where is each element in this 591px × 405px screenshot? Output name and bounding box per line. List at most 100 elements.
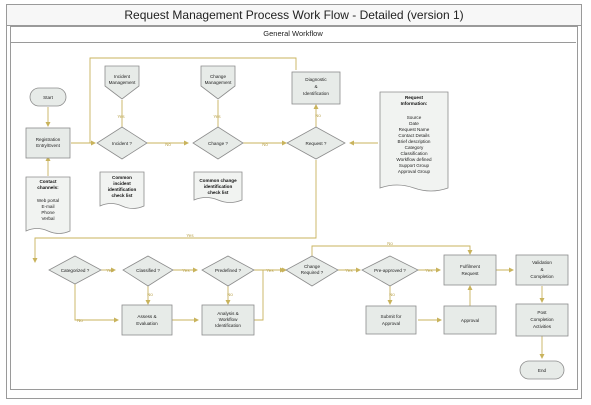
lane-border (10, 26, 578, 390)
analysis-line-2: Workflow (219, 317, 238, 322)
change-decision-label: Change ? (208, 141, 228, 146)
contact-title-1: Contact (39, 179, 57, 184)
req-info-title-2: Information: (401, 101, 428, 106)
fulfilment-request-box: Fulfilment Request (443, 254, 497, 286)
change-required-line-1: Change (304, 264, 321, 269)
req-info-item-10: Approval Group (398, 169, 431, 174)
req-info-item-5: Brief description (398, 139, 431, 144)
start-terminator: Start (29, 87, 67, 107)
req-info-item-9: Support Group (399, 163, 430, 168)
common-incident-2: incident (113, 181, 131, 186)
post-line-2: Completion (530, 317, 554, 322)
diagnostic-line-1: Diagnostic (305, 77, 327, 82)
label-no-change-required: No (387, 241, 393, 246)
label-yes-categorized: Yes (106, 268, 114, 273)
diagnostic-line-3: Identification (303, 91, 329, 96)
assess-line-2: Evaluation (136, 321, 158, 326)
change-decision: Change ? (192, 126, 244, 160)
predefined-decision: Predefined ? (201, 255, 255, 287)
req-info-title-1: Request (405, 95, 424, 100)
contact-item-4: Verbal (41, 216, 54, 221)
contact-item-3: Phone (41, 210, 55, 215)
contact-item-1: Web portal (37, 198, 59, 203)
predefined-label: Predefined ? (215, 268, 241, 273)
label-no-classified: No (147, 292, 153, 297)
incident-mgmt-line-2: Management (109, 80, 137, 85)
diagnostic-line-2: & (314, 84, 317, 89)
req-info-item-7: Classification (400, 151, 428, 156)
label-yes-predefined: Yes (266, 268, 274, 273)
post-completion-box: Post Completion Activities (515, 303, 569, 337)
lane-header: General Workflow (10, 26, 576, 43)
classified-decision: Classified ? (122, 255, 174, 287)
req-info-item-4: Contact Details (398, 133, 430, 138)
label-no-request: No (315, 113, 321, 118)
outer-border (6, 24, 582, 399)
registration-line-1: Registration (36, 137, 61, 142)
fulfilment-line-2: Request (461, 271, 479, 276)
submit-line-2: Approval (382, 321, 400, 326)
end-terminator: End (519, 360, 565, 380)
label-no-incident: No (165, 142, 171, 147)
classified-label: Classified ? (136, 268, 160, 273)
change-mgmt-line-1: Change (210, 74, 227, 79)
start-label: Start (43, 95, 53, 100)
incident-decision: Incident ? (96, 126, 148, 160)
req-info-item-3: Request Name (399, 127, 430, 132)
post-line-1: Post (537, 310, 547, 315)
preapproved-label: Pre-approved ? (374, 268, 406, 273)
end-label: End (538, 368, 547, 373)
contact-title-2: channels: (37, 185, 59, 190)
request-decision-label: Request ? (306, 141, 327, 146)
common-change-document: Common change identification check list (193, 171, 243, 203)
approval-label: Approval (461, 318, 479, 323)
common-change-1: Common change (199, 178, 237, 183)
post-line-3: Activities (533, 324, 552, 329)
categorized-decision: Categorized ? (48, 255, 102, 285)
change-mgmt-line-2: Management (205, 80, 233, 85)
registration-line-2: Entry/Event (36, 143, 60, 148)
request-decision: Request ? (286, 126, 346, 160)
req-info-item-6: Category (405, 145, 424, 150)
page-title: Request Management Process Work Flow - D… (6, 4, 582, 26)
req-info-item-1: Source (407, 115, 422, 120)
label-no-preapproved: No (389, 292, 395, 297)
validation-line-1: Validation (532, 260, 552, 265)
assess-evaluation-box: Assess & Evaluation (121, 304, 173, 336)
contact-channels-document: Contact channels: Web portal E-mail Phon… (25, 176, 71, 234)
common-change-3: check list (208, 190, 229, 195)
common-incident-1: Common (112, 175, 132, 180)
label-yes-classified: Yes (182, 268, 190, 273)
analysis-line-3: Identification (215, 323, 241, 328)
incident-mgmt-line-1: Incident (114, 74, 131, 79)
registration-box: Registration Entry/Event (25, 127, 71, 159)
incident-decision-label: Incident ? (112, 141, 132, 146)
fulfilment-line-1: Fulfilment (460, 264, 481, 269)
req-info-item-8: Workflow defined (396, 157, 432, 162)
request-information-document: Request Information: Source Date Request… (379, 91, 449, 192)
submit-approval-box: Submit for Approval (365, 305, 417, 335)
label-yes-preapproved: Yes (425, 268, 433, 273)
analysis-line-1: Analysis & (217, 311, 238, 316)
branch-labels: Yes Yes No No No Yes Yes Yes No No No Ye… (77, 113, 433, 323)
label-yes-change: Yes (213, 114, 221, 119)
analysis-workflow-box: Analysis & Workflow Identification (201, 304, 255, 336)
label-yes-change-required: Yes (345, 268, 353, 273)
label-no-categorized: No (77, 318, 83, 323)
req-info-item-2: Date (409, 121, 419, 126)
categorized-label: Categorized ? (61, 268, 90, 273)
validation-completion-box: Validation & Completion (515, 254, 569, 286)
label-yes-incident: Yes (117, 114, 125, 119)
contact-item-2: E-mail (41, 204, 54, 209)
approval-box: Approval (443, 305, 497, 335)
validation-line-2: & (540, 267, 543, 272)
change-management-offpage: Change Management (200, 65, 236, 100)
validation-line-3: Completion (530, 274, 554, 279)
label-no-predefined: No (227, 292, 233, 297)
change-required-decision: Change Required ? (285, 255, 339, 287)
preapproved-decision: Pre-approved ? (361, 255, 419, 287)
common-incident-document: Common incident identification check lis… (99, 171, 145, 209)
change-required-line-2: Required ? (301, 270, 324, 275)
